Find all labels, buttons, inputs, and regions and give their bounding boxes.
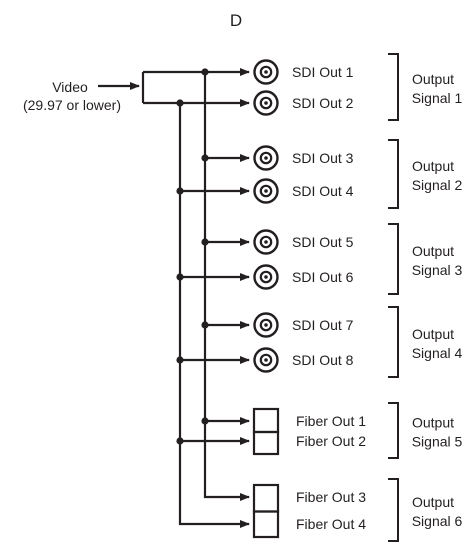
bnc-connector-ring [259,184,273,198]
signal-group-label-line2: Signal 1 [412,90,463,106]
even-output-bus [143,101,250,528]
bnc-connector-pin [264,156,268,160]
bnc-connector-ring [259,65,273,79]
signal-group-label-line1: Output [412,326,454,342]
junction-dot-sdi-8 [176,356,184,364]
signal-group-label-line1: Output [412,158,454,174]
bnc-connector-pin [264,358,268,362]
junction-dot-sdi-5 [201,238,209,246]
bnc-connector-pin [264,240,268,244]
signal-group-bracket [388,402,399,459]
fiber-connector-icon [252,407,280,434]
input-label: Video [52,79,88,95]
junction-dot-sdi-2 [176,99,184,107]
bnc-connector-icon [253,145,279,171]
sdi-out-label: SDI Out 8 [292,352,354,368]
bnc-connector-ring [259,270,273,284]
bnc-connector-ring [259,235,273,249]
fiber-out-label: Fiber Out 3 [296,489,366,505]
sdi-out-label: SDI Out 6 [292,269,354,285]
fiber-out-label: Fiber Out 1 [296,413,366,429]
signal-group-label-line1: Output [412,243,454,259]
odd-output-bus [143,70,250,501]
junction-dot-sdi-7 [201,321,209,329]
signal-group-label-line2: Signal 2 [412,177,463,193]
signal-group-label-line2: Signal 6 [412,513,463,529]
junction-dot-fiber-1 [201,417,209,425]
bnc-connector-pin [264,189,268,193]
input-sublabel: (29.97 or lower) [23,97,121,113]
fiber-connector-icon [252,510,280,539]
sdi-out-label: SDI Out 2 [292,95,354,111]
bnc-connector-pin [264,275,268,279]
signal-group-label-line1: Output [412,415,454,431]
sdi-out-label: SDI Out 3 [292,150,354,166]
signal-group-label-line1: Output [412,494,454,510]
bnc-connector-icon [253,229,279,255]
bnc-connector-icon [253,347,279,373]
sdi-out-label: SDI Out 5 [292,234,354,250]
fiber-connector-icon [252,483,280,513]
signal-group-bracket [388,139,399,209]
bnc-connector-pin [264,70,268,74]
fiber-out-label: Fiber Out 4 [296,516,366,532]
junction-dot-sdi-6 [176,273,184,281]
bnc-connector-icon [253,312,279,338]
bnc-connector-icon [253,90,279,116]
fiber-out-label: Fiber Out 2 [296,433,366,449]
bnc-connector-icon [253,178,279,204]
junction-dot-sdi-1 [201,68,209,76]
signal-group-label-line1: Output [412,71,454,87]
bnc-connector-pin [264,101,268,105]
signal-group-label-line2: Signal 4 [412,345,463,361]
signal-group-bracket [388,223,399,295]
junction-dot-sdi-4 [176,187,184,195]
bnc-connector-ring [259,151,273,165]
signal-group-bracket [388,478,399,542]
bnc-connector-ring [259,318,273,332]
sdi-out-label: SDI Out 1 [292,64,354,80]
signal-group-bracket [388,53,399,121]
signal-group-label-line2: Signal 3 [412,262,463,278]
sdi-out-label: SDI Out 4 [292,183,354,199]
bnc-connector-pin [264,323,268,327]
bnc-connector-ring [259,353,273,367]
panel-letter: D [230,11,242,30]
bnc-connector-ring [259,96,273,110]
bnc-connector-icon [253,264,279,290]
junction-dot-fiber-2 [176,437,184,445]
signal-group-label-line2: Signal 5 [412,434,463,450]
fiber-connector-icon [252,430,280,456]
sdi-out-label: SDI Out 7 [292,317,354,333]
junction-dot-sdi-3 [201,154,209,162]
bnc-connector-icon [253,59,279,85]
signal-group-bracket [388,306,399,378]
